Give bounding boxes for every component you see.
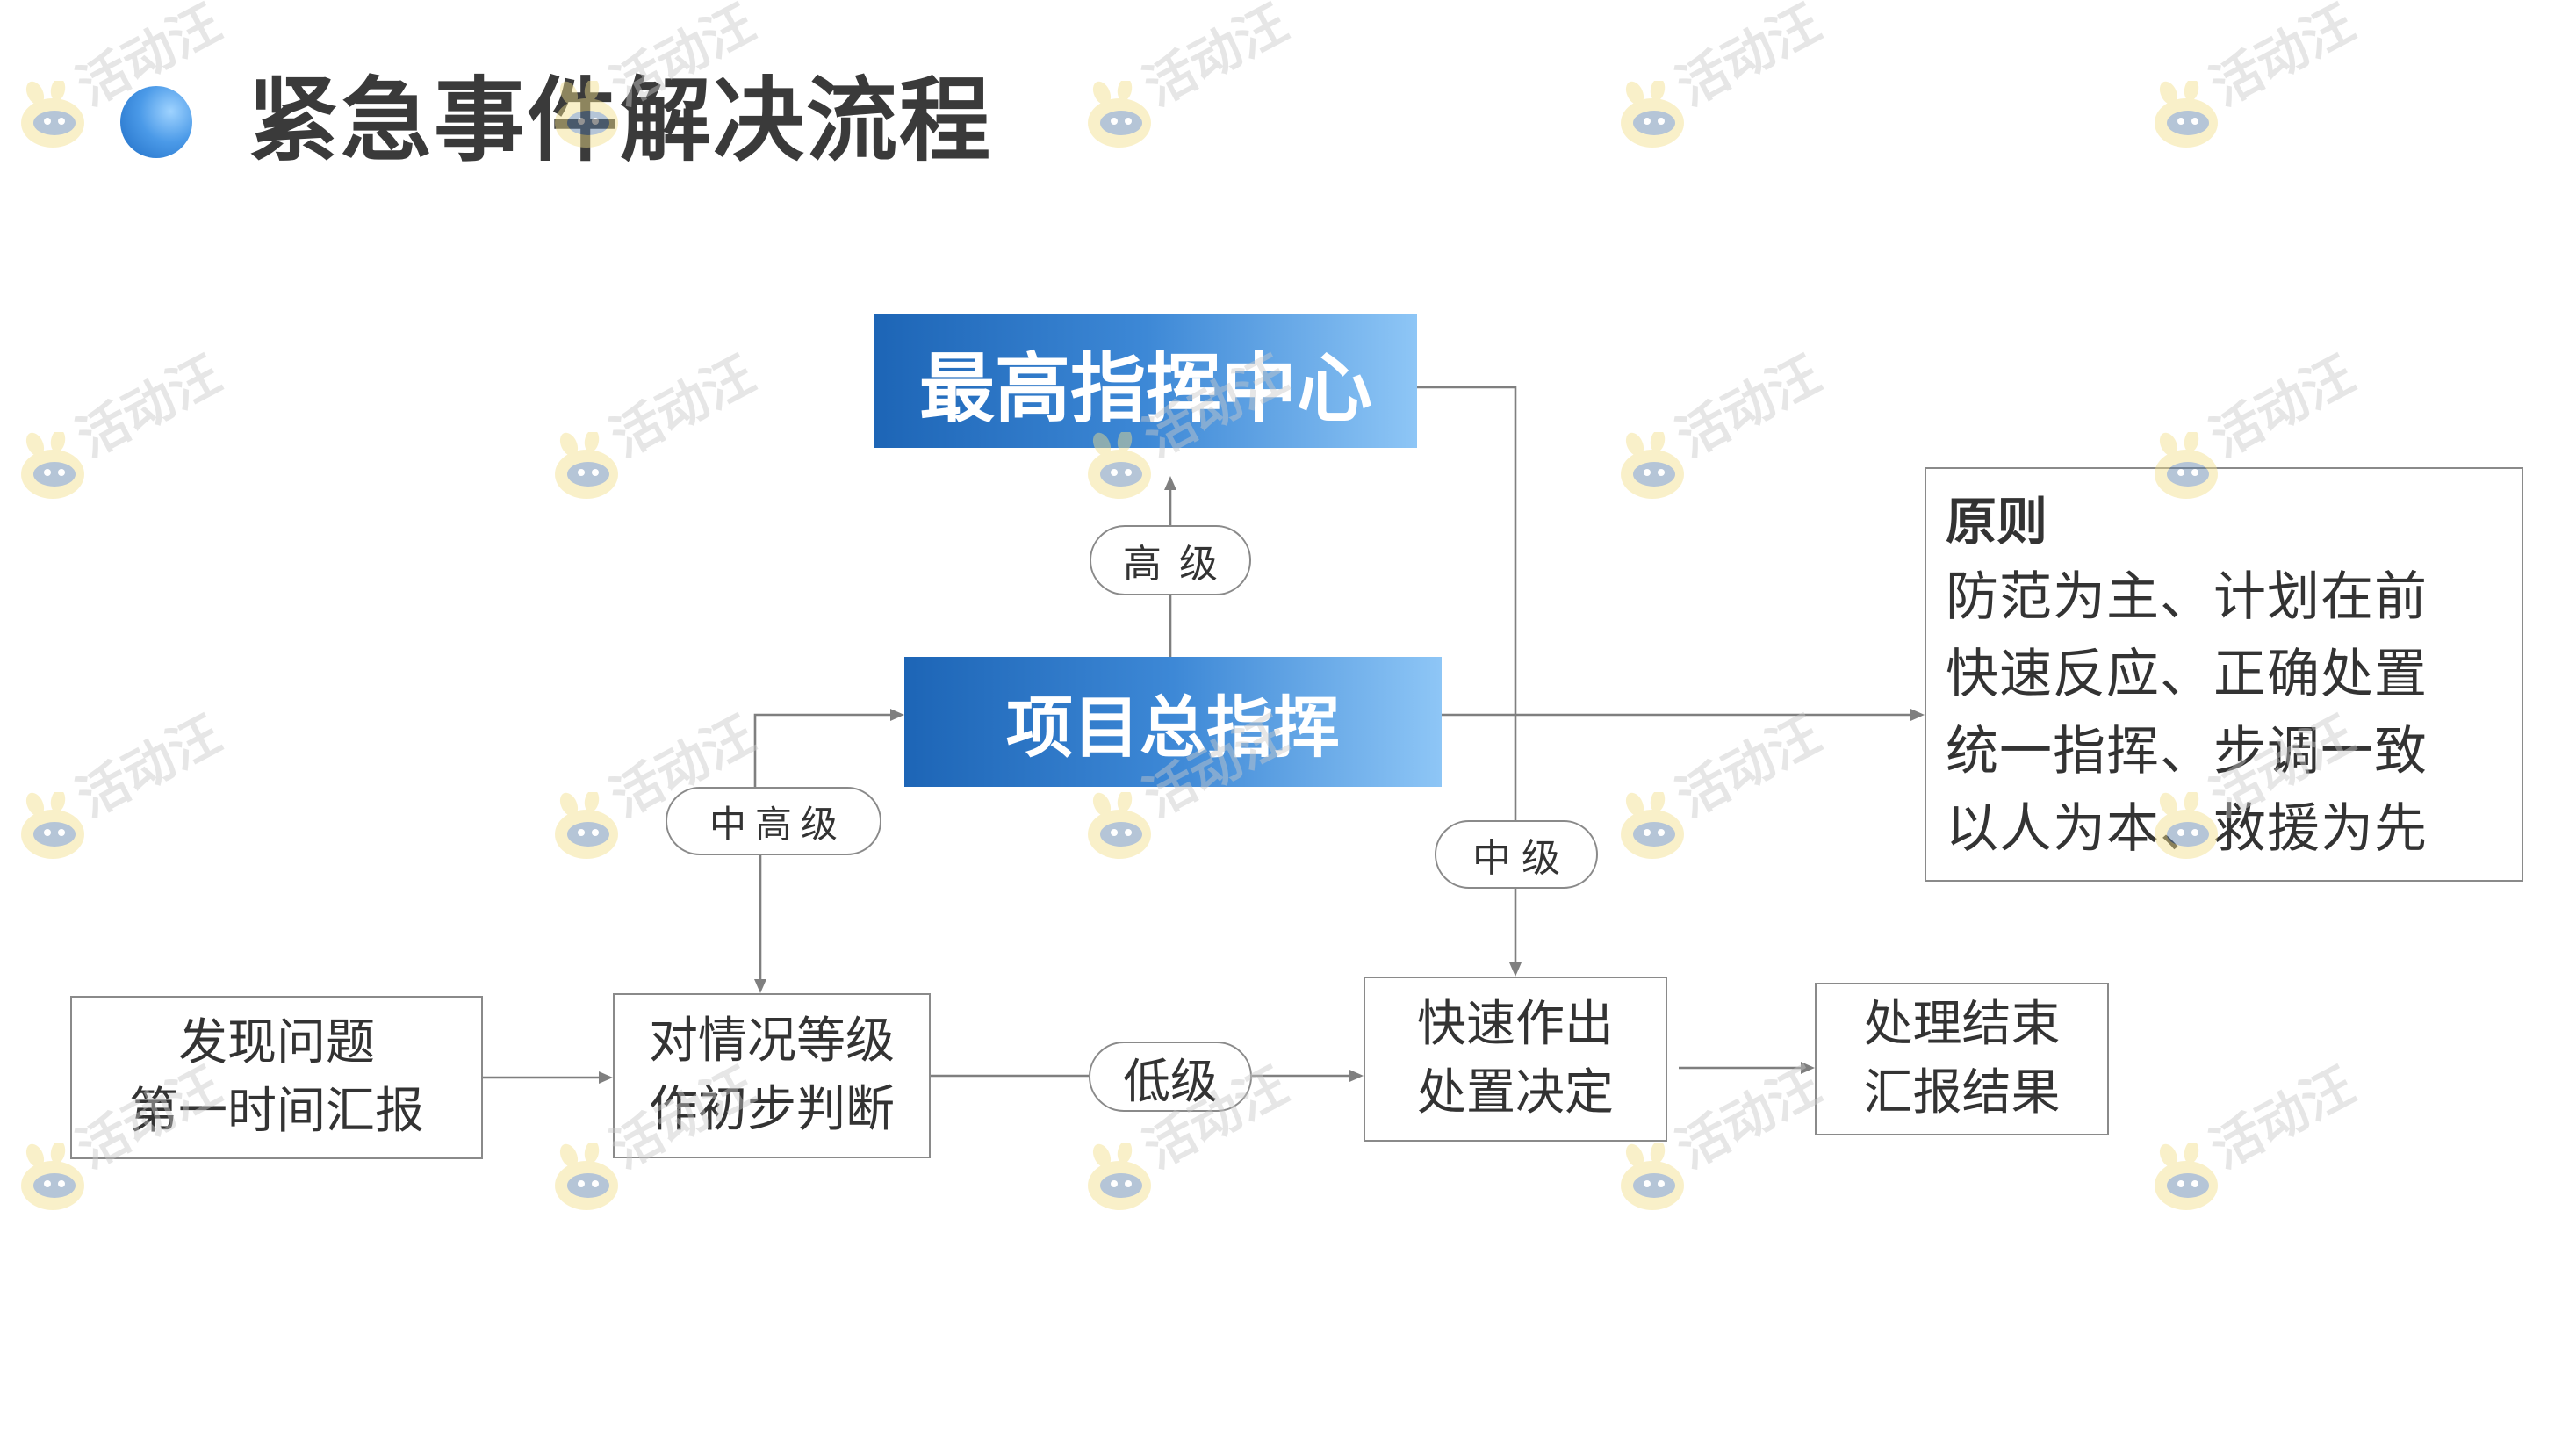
node-text-line: 发现问题 — [178, 1014, 375, 1071]
page-title: 紧急事件解决流程 — [248, 67, 993, 174]
arrowhead — [1801, 1062, 1815, 1074]
connector-top-to-decide — [1417, 386, 1517, 820]
node-finish-report: 处理结束 汇报结果 — [1815, 983, 2109, 1135]
principle-line: 以人为本、救援为先 — [1946, 798, 2428, 860]
node-discover-problem: 发现问题 第一时间汇报 — [70, 996, 483, 1159]
node-text-line: 处置决定 — [1417, 1064, 1614, 1121]
principle-line: 快速反应、正确处置 — [1946, 644, 2428, 705]
arrowhead — [1349, 1070, 1364, 1082]
node-text-line: 对情况等级 — [649, 1013, 895, 1070]
node-text-line: 汇报结果 — [1863, 1064, 2061, 1121]
arrowhead — [890, 709, 904, 721]
node-quick-decision: 快速作出 处置决定 — [1364, 977, 1667, 1142]
principles-box: 原则 防范为主、计划在前 快速反应、正确处置 统一指挥、步调一致 以人为本、救援… — [1925, 467, 2523, 882]
label-low-level: 低级 — [1089, 1042, 1252, 1112]
principle-line: 统一指挥、步调一致 — [1946, 721, 2428, 782]
arrowhead — [599, 1071, 613, 1084]
node-initial-judgment: 对情况等级 作初步判断 — [613, 993, 931, 1158]
connector-judge-to-project — [753, 713, 892, 787]
title-bullet-icon — [120, 86, 192, 158]
principle-line: 防范为主、计划在前 — [1946, 566, 2428, 628]
node-text-line: 第一时间汇报 — [129, 1083, 424, 1140]
label-high-level: 高级 — [1090, 525, 1251, 595]
node-text-line: 快速作出 — [1417, 996, 1614, 1053]
principles-title: 原则 — [1946, 492, 2048, 551]
arrowhead — [754, 979, 766, 993]
arrowhead — [1910, 709, 1925, 721]
arrowhead — [1509, 962, 1522, 977]
label-mid-level: 中级 — [1435, 820, 1598, 889]
label-mid-high-level: 中高级 — [666, 787, 881, 855]
node-text-line: 作初步判断 — [649, 1081, 895, 1138]
node-project-commander: 项目总指挥 — [904, 657, 1442, 787]
node-text-line: 处理结束 — [1863, 996, 2061, 1053]
node-top-command-center: 最高指挥中心 — [874, 314, 1417, 448]
arrowhead — [1164, 476, 1176, 490]
